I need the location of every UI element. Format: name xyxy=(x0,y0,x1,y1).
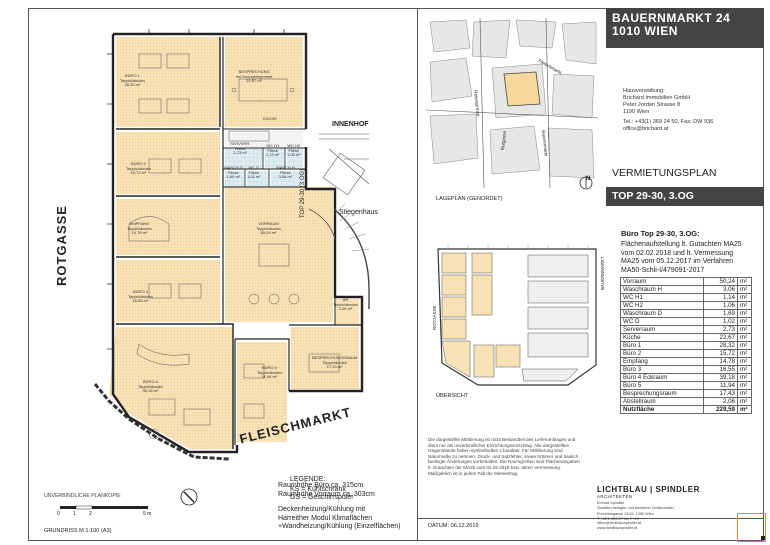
date-label: DATUM: 06.12.2019 xyxy=(428,523,479,529)
plan-title: VERMIETUNGSPLAN TOP 29-30, 3.OG xyxy=(606,164,764,206)
top-label: TOP 29-30 (3.OG) xyxy=(300,168,306,218)
floor-plan xyxy=(60,29,370,510)
overview-street: ROTGASSE xyxy=(432,305,437,330)
wet-rooms xyxy=(225,149,303,187)
site-highlight xyxy=(503,71,541,107)
overview-plan xyxy=(437,245,597,386)
legend: LEGENDE: KS = Kühlschrank GS = Geschirrs… xyxy=(290,476,354,502)
disclaimer: Die dargestellte Möblierung ist nicht Be… xyxy=(428,437,580,476)
ceiling-notes: Deckenheizung/Kühlung mit Harreither Mod… xyxy=(278,506,401,531)
scale-tick: 5 m xyxy=(143,511,152,517)
corner-marker xyxy=(737,513,766,542)
site-plan-caption: LAGEPLAN (GENORDET) xyxy=(436,196,503,202)
copy-note: UNVERBINDLICHE PLANKOPIE xyxy=(44,493,121,499)
scale-caption: GRUNDRISS M 1:100 (A3) xyxy=(44,528,112,534)
furniture xyxy=(128,53,340,440)
room-label: KÜCHE xyxy=(263,116,278,121)
window-marks xyxy=(107,29,285,350)
corner-dot xyxy=(761,536,765,540)
room-heights: Raumhöhe Büro ca. 315cm Raumhöhe Vorraum… xyxy=(278,482,375,498)
sheet-divider xyxy=(417,8,418,541)
scale-tick: 2 xyxy=(89,511,92,517)
staircase xyxy=(308,203,370,309)
overview-caption: ÜBERSICHT xyxy=(436,393,469,399)
street-rotgasse: ROTGASSE xyxy=(54,205,69,286)
management-contact: Hausverwaltung: Brichard Immobilien GmbH… xyxy=(623,88,714,132)
stiegenhaus-label: Stiegenhaus xyxy=(339,209,378,216)
north-label: N xyxy=(586,176,591,182)
bay-window xyxy=(93,383,230,461)
innenhof-label: INNENHOF xyxy=(332,121,369,128)
scale-bar xyxy=(60,505,148,510)
unit-description: Büro Top 29-30, 3.OG: Flächenaufstellung… xyxy=(621,229,742,274)
kitchen-floor xyxy=(225,131,303,147)
north-arrow-icon xyxy=(180,488,198,506)
scale-tick: 1 xyxy=(73,511,76,517)
overview-street: BAUERNMARKT xyxy=(600,256,605,290)
architect-block: LICHTBLAU | SPINDLER ARCHITEKTEN Konrad … xyxy=(597,485,700,530)
courtyard xyxy=(319,133,370,196)
scale-tick: 0 xyxy=(57,511,60,517)
address-title: BAUERNMARKT 24 1010 WIEN xyxy=(606,8,764,48)
footer-line xyxy=(418,518,764,519)
site-plan xyxy=(426,18,598,193)
plan-sheet xyxy=(28,8,764,541)
